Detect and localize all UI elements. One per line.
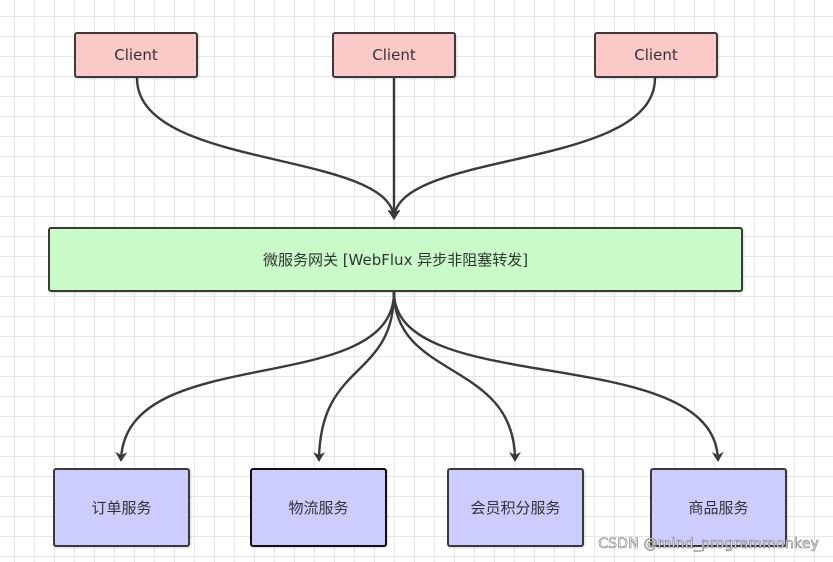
client-node-2-label: Client xyxy=(372,46,416,64)
gateway-node-label: 微服务网关 [WebFlux 异步非阻塞转发] xyxy=(262,251,529,269)
service-node-product-label: 商品服务 xyxy=(688,499,749,517)
service-node-product: 商品服务 xyxy=(650,468,787,547)
edge-gateway-to-service-4 xyxy=(392,291,724,462)
client-node-3-label: Client xyxy=(634,46,678,64)
edge-gateway-to-service-1 xyxy=(115,291,396,462)
service-node-order: 订单服务 xyxy=(53,468,190,547)
service-node-logistics: 物流服务 xyxy=(250,468,387,547)
service-node-points: 会员积分服务 xyxy=(447,468,584,547)
client-node-1: Client xyxy=(74,32,198,78)
service-node-order-label: 订单服务 xyxy=(91,499,152,517)
client-node-3: Client xyxy=(594,32,718,78)
edge-gateway-to-service-2 xyxy=(313,291,396,462)
edge-client-3-to-gateway xyxy=(388,77,657,220)
edge-client-1-to-gateway xyxy=(135,77,400,220)
watermark-text: CSDN @mind_programmonkey xyxy=(598,536,819,553)
service-node-logistics-label: 物流服务 xyxy=(288,499,349,517)
client-node-1-label: Client xyxy=(114,46,158,64)
client-node-2: Client xyxy=(332,32,456,78)
gateway-node: 微服务网关 [WebFlux 异步非阻塞转发] xyxy=(48,227,743,292)
edge-gateway-to-service-3 xyxy=(392,291,521,462)
service-node-points-label: 会员积分服务 xyxy=(470,499,561,517)
